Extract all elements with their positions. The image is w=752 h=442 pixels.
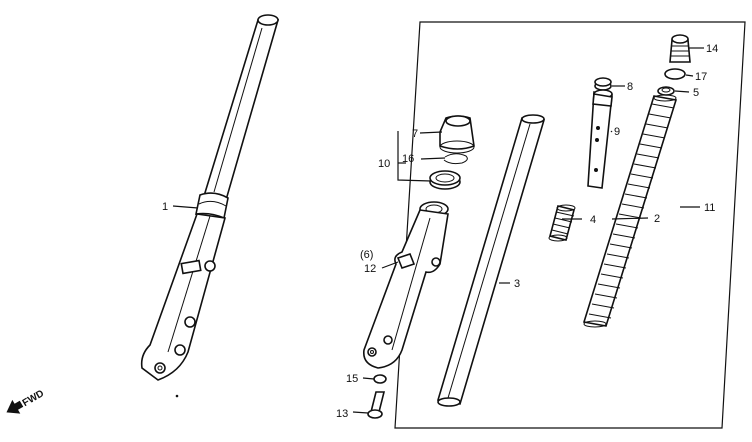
oil-seal-part [429, 170, 461, 190]
o-ring-part [664, 68, 686, 80]
dust-seal-part [439, 115, 475, 154]
label-part-6: (6) [360, 249, 373, 261]
label-part-2: 2 [654, 213, 660, 225]
bottom-case-part [362, 201, 449, 369]
spring-seat-part [657, 86, 675, 96]
label-part-9: 9 [614, 126, 620, 138]
leader-lines [172, 47, 704, 414]
label-part-4: 4 [590, 214, 596, 226]
stopper-ring-part [443, 153, 468, 165]
label-part-17: 17 [695, 71, 707, 83]
label-part-13: 13 [336, 408, 348, 420]
piston-ring-part [594, 77, 612, 91]
label-part-12: 12 [364, 263, 376, 275]
fork-bolt-part [669, 34, 691, 63]
fork-piston-part [587, 89, 613, 189]
sealing-washer-part [373, 374, 387, 384]
forward-direction-label: FWD [21, 388, 46, 409]
fork-spring-part [582, 94, 678, 328]
label-part-10: 10 [378, 158, 390, 170]
forward-arrow-icon [6, 399, 24, 414]
rebound-spring-part [548, 204, 576, 242]
label-part-3: 3 [514, 278, 520, 290]
label-part-15: 15 [346, 373, 358, 385]
fork-pipe-part [436, 114, 546, 407]
socket-bolt-part [367, 391, 386, 419]
fork-assembly-drawing [140, 14, 280, 381]
label-part-1: 1 [162, 201, 168, 213]
forward-direction-marker: FWD [6, 388, 46, 414]
label-part-14: 14 [706, 43, 718, 55]
label-part-7: 7 [412, 128, 418, 140]
label-part-11: 11 [704, 202, 715, 214]
label-part-5: 5 [693, 87, 699, 99]
label-part-16: 16 [402, 153, 414, 165]
label-part-8: 8 [627, 81, 633, 93]
